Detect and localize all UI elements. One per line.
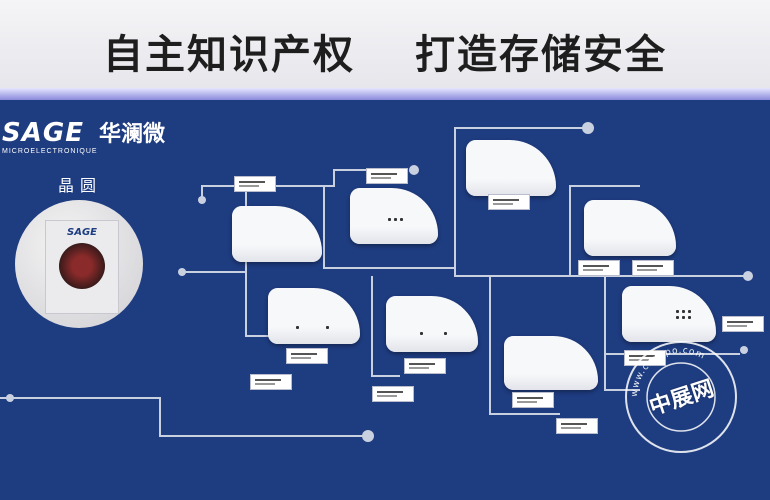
circuit-trace bbox=[324, 169, 390, 187]
display-board: SAGE 华澜微 MICROELECTRONIQUE 晶圆 SAGE bbox=[0, 100, 770, 500]
product-label-card bbox=[578, 260, 620, 276]
trace-node bbox=[743, 271, 753, 281]
trace-node bbox=[582, 122, 594, 134]
product-label-card bbox=[512, 392, 554, 408]
product-label-card bbox=[556, 418, 598, 434]
product-label-card bbox=[286, 348, 328, 364]
watermark-stamp: www.cnexpo.com 中展网 bbox=[622, 338, 740, 456]
circuit-trace bbox=[569, 185, 640, 276]
silicon-wafer bbox=[59, 243, 105, 289]
product-label-card bbox=[722, 316, 764, 332]
purple-glow-strip bbox=[0, 88, 770, 102]
product-label-card bbox=[488, 194, 530, 210]
trace-node bbox=[409, 165, 419, 175]
logo-en: SAGE bbox=[2, 118, 84, 148]
slogan-right: 打造存储安全 bbox=[414, 32, 667, 78]
product-label-card bbox=[404, 358, 446, 374]
slogan-left: 自主知识产权 bbox=[103, 32, 356, 78]
wafer-plate: SAGE bbox=[45, 220, 119, 314]
circuit-trace bbox=[201, 185, 246, 200]
circuit-trace bbox=[604, 354, 640, 391]
product-label-card bbox=[372, 386, 414, 402]
trace-node bbox=[6, 394, 14, 402]
circuit-trace bbox=[182, 185, 440, 273]
plate-brand: SAGE bbox=[67, 227, 97, 238]
slogan-banner: 自主知识产权 打造存储安全 bbox=[0, 22, 770, 80]
wafer-label: 晶圆 bbox=[58, 176, 103, 195]
trace-node bbox=[198, 196, 206, 204]
trace-node bbox=[740, 346, 748, 354]
product-label-card bbox=[632, 260, 674, 276]
product-label-card bbox=[366, 168, 408, 184]
watermark-ring: www.cnexpo.com bbox=[625, 341, 737, 453]
circuit-trace bbox=[440, 127, 588, 269]
circuit-trace bbox=[454, 268, 570, 277]
circuit-trace bbox=[489, 276, 560, 415]
sage-logo: SAGE 华澜微 MICROELECTRONIQUE bbox=[2, 116, 165, 155]
top-wall bbox=[0, 0, 770, 100]
product-label-card bbox=[234, 176, 276, 192]
product-label-card bbox=[250, 374, 292, 390]
trace-node bbox=[362, 430, 374, 442]
circuit-trace bbox=[371, 276, 400, 377]
circuit-lines bbox=[0, 122, 753, 442]
logo-cn: 华澜微 bbox=[99, 122, 166, 147]
logo-tagline: MICROELECTRONIQUE bbox=[2, 148, 98, 155]
product-ssd-unit bbox=[504, 336, 598, 390]
trace-node bbox=[178, 268, 186, 276]
circuit-trace bbox=[0, 397, 368, 437]
